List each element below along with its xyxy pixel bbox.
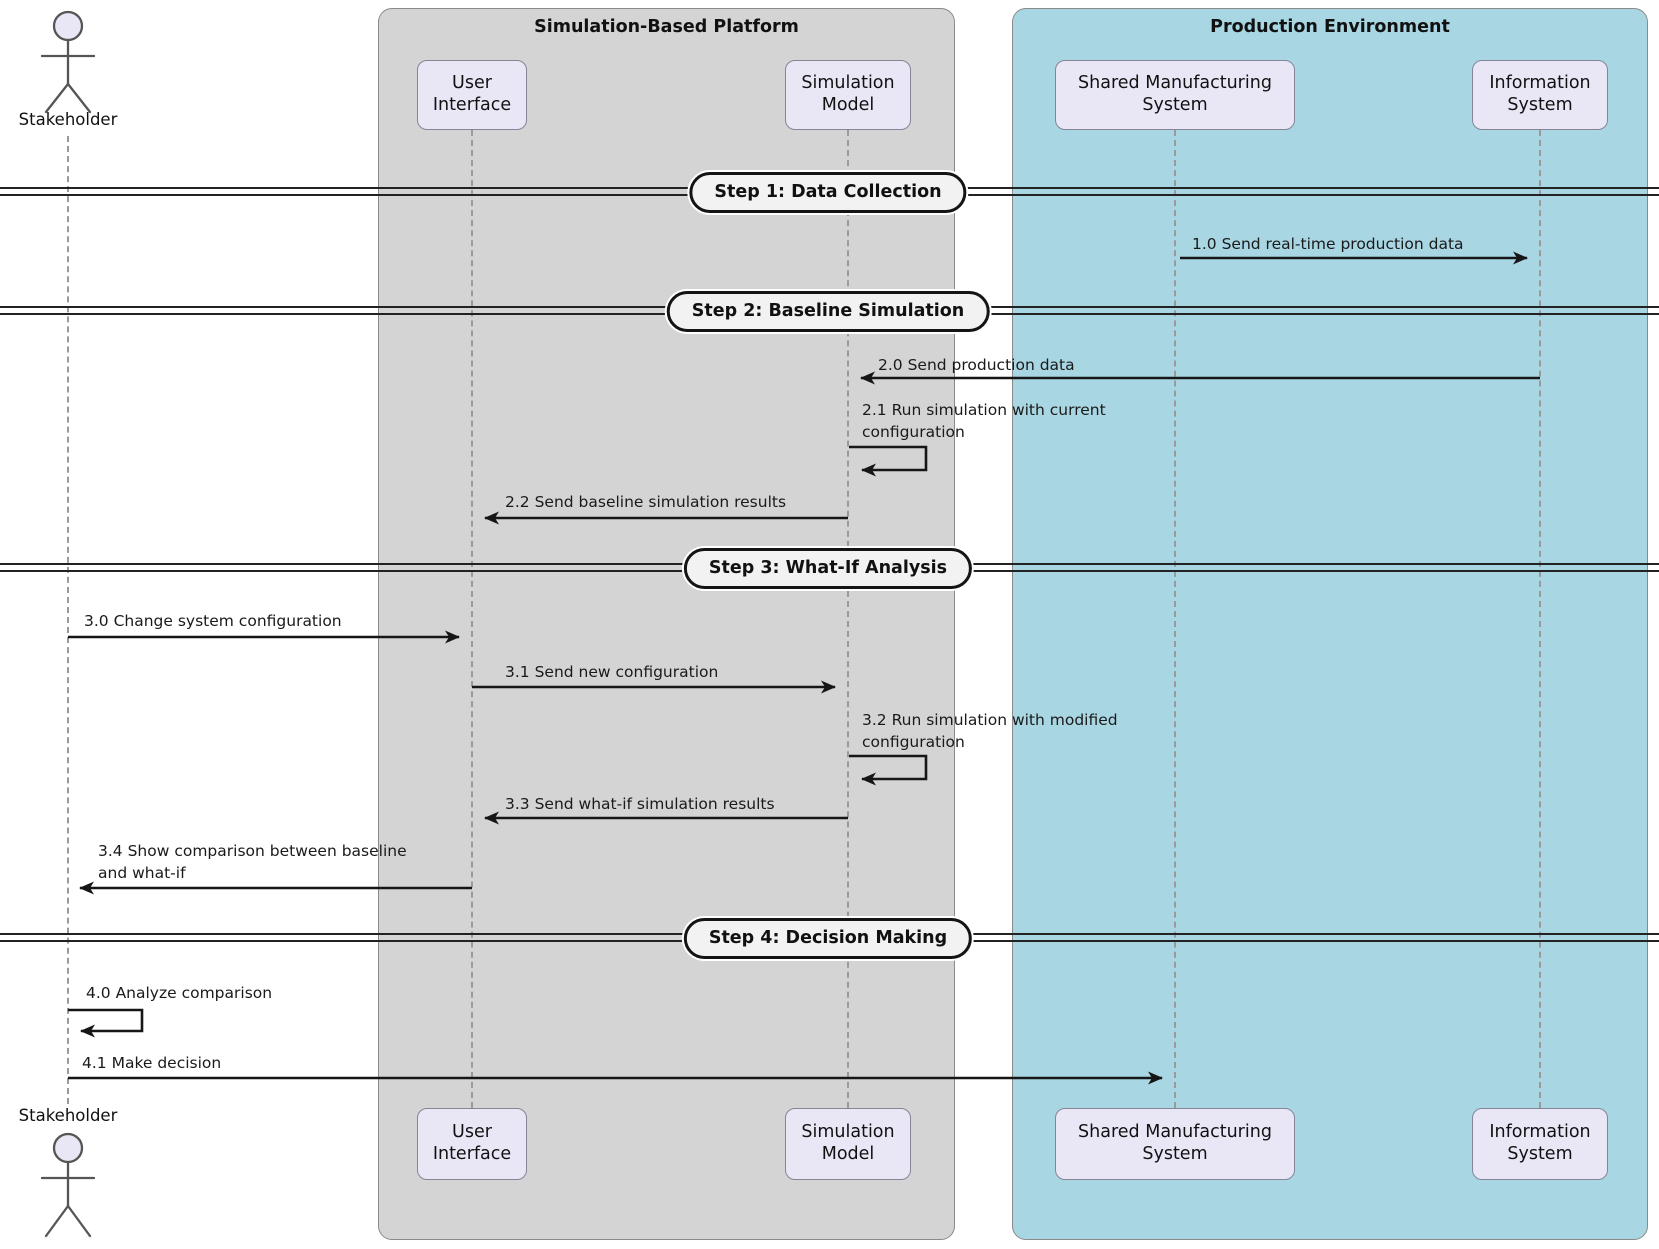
message-2-2-label: 2.2 Send baseline simulation results [505, 493, 787, 511]
message-3-3-label: 3.3 Send what-if simulation results [505, 795, 775, 813]
group-simulation-platform-title: Simulation-Based Platform [534, 17, 799, 37]
message-3-2-label: 3.2 Run simulation with modified configu… [862, 711, 1118, 751]
participant-user-interface-top: User Interface [417, 60, 527, 130]
lifeline-information-system [1539, 130, 1541, 1108]
group-production-environment-title: Production Environment [1210, 17, 1450, 37]
message-2-0-label: 2.0 Send production data [878, 356, 1075, 374]
step-3-label: Step 3: What-If Analysis [683, 548, 973, 589]
step-4-label: Step 4: Decision Making [683, 918, 973, 959]
step-2-label: Step 2: Baseline Simulation [666, 291, 990, 332]
message-2-1-label: 2.1 Run simulation with current configur… [862, 401, 1106, 441]
participant-shared-manufacturing-system-top: Shared Manufacturing System [1055, 60, 1295, 130]
participant-simulation-model-top: Simulation Model [785, 60, 911, 130]
group-simulation-platform: Simulation-Based Platform [378, 8, 955, 1240]
participant-user-interface-bottom: User Interface [417, 1108, 527, 1180]
participant-information-system-top: Information System [1472, 60, 1608, 130]
arrow-3-2-self [849, 754, 928, 786]
group-production-environment: Production Environment [1012, 8, 1648, 1240]
lifeline-shared-manufacturing-system [1174, 130, 1176, 1108]
message-3-1-label: 3.1 Send new configuration [505, 663, 719, 681]
step-1-label: Step 1: Data Collection [689, 172, 967, 213]
stakeholder-label-top: Stakeholder [18, 110, 118, 129]
message-3-4-label: 3.4 Show comparison between baseline and… [98, 842, 407, 882]
participant-information-system-bottom: Information System [1472, 1108, 1608, 1180]
message-4-0-label: 4.0 Analyze comparison [86, 984, 273, 1002]
lifeline-stakeholder [67, 136, 69, 1104]
lifeline-simulation-model [847, 130, 849, 1108]
arrow-4-0-self [68, 1008, 144, 1038]
stakeholder-actor-icon-bottom [40, 1132, 96, 1238]
lifeline-user-interface [471, 130, 473, 1108]
participant-shared-manufacturing-system-bottom: Shared Manufacturing System [1055, 1108, 1295, 1180]
stakeholder-actor-icon-top [40, 10, 96, 114]
participant-simulation-model-bottom: Simulation Model [785, 1108, 911, 1180]
message-1-0-label: 1.0 Send real-time production data [1192, 235, 1464, 253]
message-4-1-label: 4.1 Make decision [82, 1054, 222, 1072]
stakeholder-label-bottom: Stakeholder [18, 1106, 118, 1125]
message-3-0-label: 3.0 Change system configuration [84, 612, 342, 630]
arrow-2-1-self [849, 445, 928, 477]
